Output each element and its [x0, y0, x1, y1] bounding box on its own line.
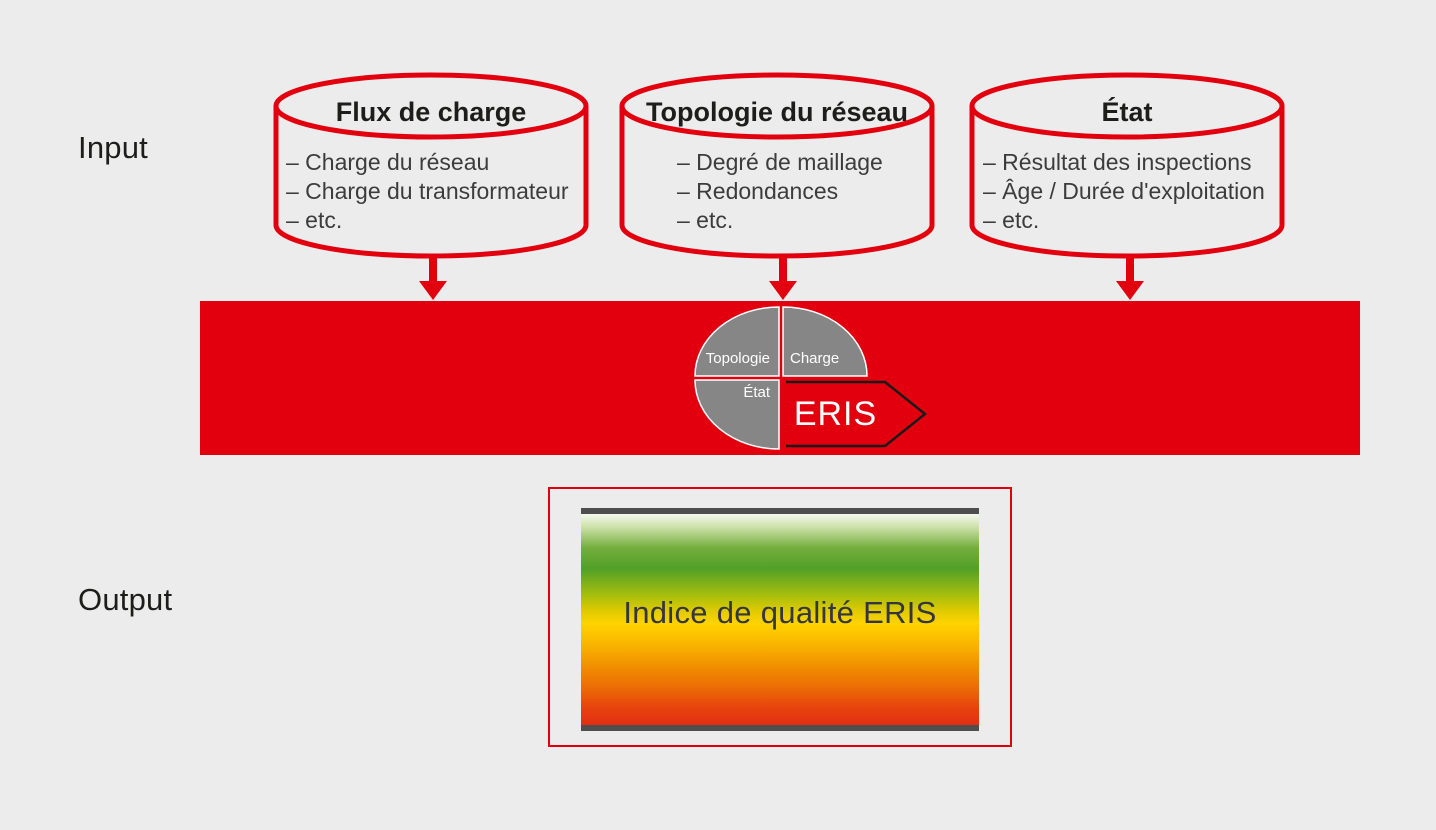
database-cylinder-icon [273, 72, 589, 259]
eris-engine-band [200, 301, 1360, 455]
list-item: – Charge du transformateur [286, 178, 569, 204]
cylinder-etat: État – Résultat des inspections – Âge / … [967, 70, 1287, 262]
cylinder-title: Flux de charge [335, 97, 527, 127]
list-item: – etc. [983, 207, 1040, 233]
cylinder-title: Topologie du réseau [645, 97, 909, 127]
eris-segment-pie: Topologie Charge État [694, 305, 869, 451]
input-label: Input [78, 130, 148, 165]
arrow-down-icon [419, 255, 447, 300]
list-item: – Charge du réseau [286, 149, 490, 175]
scale-bottom-bar [581, 725, 979, 731]
arrow-down-icon [1116, 255, 1144, 300]
segment-label-etat: État [743, 384, 770, 401]
output-label: Output [78, 582, 173, 617]
quality-scale-label: Indice de qualité ERIS [623, 594, 937, 630]
output-frame: Indice de qualité ERIS [548, 487, 1012, 747]
cylinder-flux-de-charge: Flux de charge – Charge du réseau – Char… [271, 70, 591, 262]
cylinder-item-list: – Résultat des inspections – Âge / Durée… [983, 148, 1265, 235]
quality-gradient: Indice de qualité ERIS [581, 514, 979, 725]
arrow-right-outline-icon [786, 380, 928, 448]
list-item: – Degré de maillage [677, 149, 883, 175]
quality-scale: Indice de qualité ERIS [581, 508, 979, 731]
arrow-down-icon [769, 255, 797, 300]
cylinder-topologie-du-reseau: Topologie du réseau – Degré de maillage … [617, 70, 937, 262]
eris-arrow-tag: ERIS [786, 380, 931, 450]
cylinder-title: État [1101, 97, 1153, 127]
cylinder-item-list: – Charge du réseau – Charge du transform… [286, 148, 569, 235]
scale-top-bar [581, 508, 979, 514]
segment-label-topologie: Topologie [705, 350, 770, 367]
list-item: – etc. [286, 207, 343, 233]
list-item: – Résultat des inspections [983, 149, 1252, 175]
cylinder-item-list: – Degré de maillage – Redondances – etc. [677, 148, 883, 235]
eris-arrow-label: ERIS [793, 395, 878, 433]
database-cylinder-icon [619, 72, 935, 259]
list-item: – Âge / Durée d'exploitation [983, 178, 1265, 204]
segment-label-charge: Charge [790, 350, 840, 367]
list-item: – etc. [677, 207, 734, 233]
pie-quadrants-icon [694, 306, 868, 450]
list-item: – Redondances [677, 178, 839, 204]
